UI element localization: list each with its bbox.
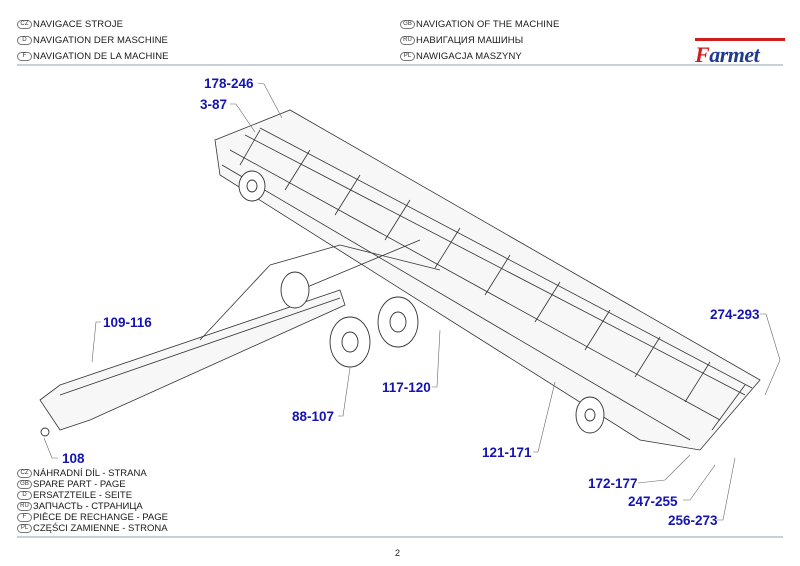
- header-title-ru: RU НАВИГАЦИЯ МАШИНЫ: [400, 35, 523, 46]
- leader-121-171: [533, 381, 556, 453]
- wheels: [40, 170, 605, 437]
- leader-178-246: [257, 82, 283, 119]
- leader-274-293: [760, 313, 781, 396]
- legend-f: F PIÈCE DE RECHANGE - PAGE: [17, 512, 168, 523]
- callout-121-171[interactable]: 121-171: [482, 445, 532, 460]
- callout-274-293[interactable]: 274-293: [710, 307, 760, 322]
- footer-divider: [17, 536, 783, 538]
- header-divider: [17, 64, 783, 66]
- lang-badge-ru: RU: [400, 36, 415, 45]
- legend-cz: CZ NÁHRADNÍ DÍL - STRANA: [17, 468, 147, 479]
- leader-lines: [43, 82, 781, 521]
- legend-gb: GB SPARE PART - PAGE: [17, 479, 126, 490]
- legend-d: D ERSATZTEILE - SEITE: [17, 490, 132, 501]
- lang-badge-ru: RU: [17, 502, 32, 511]
- callout-247-255[interactable]: 247-255: [628, 494, 678, 509]
- callout-3-87[interactable]: 3-87: [200, 97, 228, 112]
- hitch-eye: [40, 427, 50, 437]
- callout-109-116[interactable]: 109-116: [103, 315, 152, 330]
- callout-256-273[interactable]: 256-273: [668, 513, 718, 528]
- leader-109-116: [91, 321, 101, 363]
- header-title-gb: GB NAVIGATION OF THE MACHINE: [400, 19, 559, 30]
- callout-108[interactable]: 108: [62, 451, 85, 466]
- callout-172-177[interactable]: 172-177: [588, 476, 638, 491]
- lang-badge-cz: CZ: [17, 469, 32, 478]
- callout-178-246[interactable]: 178-246: [204, 76, 254, 91]
- header-title-cz: CZ NAVIGACE STROJE: [17, 19, 123, 30]
- machine-frame: [39, 109, 761, 451]
- leader-172-177: [637, 454, 691, 484]
- leader-108: [43, 437, 58, 459]
- page-number: 2: [395, 548, 401, 558]
- lang-badge-cz: CZ: [17, 20, 32, 29]
- leader-247-255: [683, 464, 716, 501]
- leader-256-273: [717, 457, 736, 521]
- lang-badge-f: F: [17, 513, 32, 522]
- logo-red-bar: [695, 38, 785, 41]
- lang-badge-pl: PL: [400, 52, 415, 61]
- lang-badge-pl: PL: [17, 524, 32, 533]
- lang-badge-d: D: [17, 491, 32, 500]
- legend-ru: RU ЗАПЧАСТЬ - СТРАНИЦА: [17, 501, 143, 512]
- lang-badge-f: F: [17, 52, 32, 61]
- farmet-logo: Farmet: [695, 36, 785, 67]
- header-title-d: D NAVIGATION DER MASCHINE: [17, 35, 168, 46]
- leader-3-87: [230, 103, 256, 133]
- legend-pl: PL CZĘŚCI ZAMIENNE - STRONA: [17, 523, 168, 534]
- callout-88-107[interactable]: 88-107: [292, 409, 335, 424]
- leader-88-107: [338, 367, 351, 417]
- wheel-center-1: [280, 271, 310, 309]
- header-title-f: F NAVIGATION DE LA MACHINE: [17, 51, 169, 62]
- lang-badge-gb: GB: [17, 480, 32, 489]
- header-title-pl: PL NAWIGACJA MASZYNY: [400, 51, 522, 62]
- lang-badge-d: D: [17, 36, 32, 45]
- lang-badge-gb: GB: [400, 20, 415, 29]
- callout-117-120[interactable]: 117-120: [382, 380, 431, 395]
- leader-117-120: [432, 329, 441, 388]
